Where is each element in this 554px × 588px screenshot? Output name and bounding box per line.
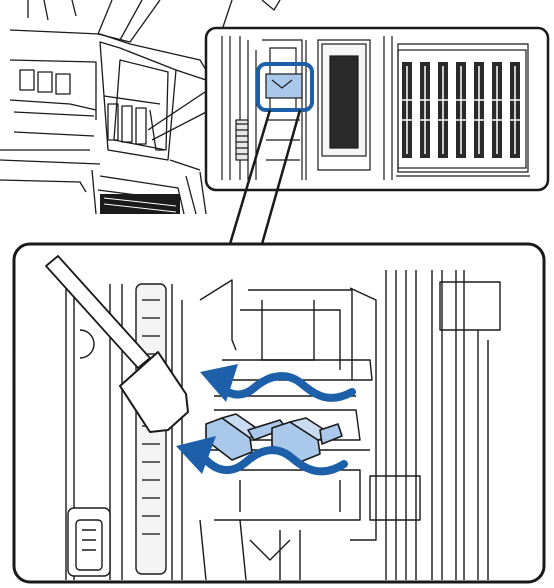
detail-inset [206, 28, 548, 190]
zoom-view [14, 244, 544, 582]
